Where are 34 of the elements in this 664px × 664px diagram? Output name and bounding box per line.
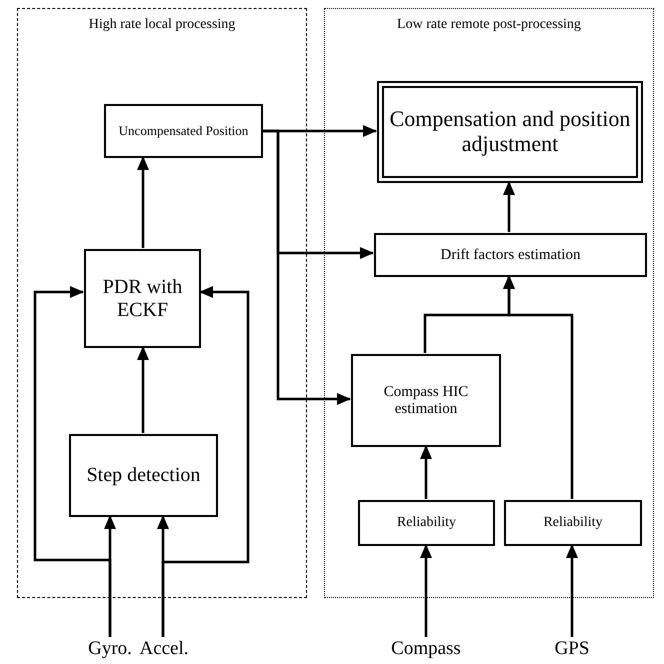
arrow [34, 286, 112, 637]
process-box [351, 354, 501, 447]
output-box [377, 81, 643, 183]
input-label: Gyro. [88, 638, 132, 660]
group-panel [324, 8, 654, 598]
process-box [104, 104, 263, 158]
arrow [262, 130, 351, 405]
arrow [503, 181, 515, 232]
input-label: GPS [554, 638, 590, 660]
box-label: PDR with ECKF [102, 276, 184, 321]
group-panel [17, 8, 307, 598]
process-box [358, 500, 495, 546]
process-box [504, 500, 642, 546]
input-label: Accel. [139, 638, 189, 660]
box-label: Reliability [543, 515, 603, 531]
arrow [503, 275, 574, 499]
arrow [420, 544, 432, 637]
process-box [374, 233, 647, 277]
box-label: Compensation and position adjustment [388, 107, 632, 157]
process-box [69, 434, 218, 517]
arrow [162, 286, 250, 637]
box-label: Compass HIC estimation [382, 384, 470, 418]
arrow [420, 445, 432, 499]
input-label: Compass [391, 638, 461, 660]
arrow [566, 544, 578, 637]
box-label: Reliability [396, 515, 456, 531]
box-label: Step detection [86, 464, 200, 487]
arrow [137, 346, 149, 433]
panel-heading: High rate local processing [88, 17, 236, 33]
arrow [137, 156, 149, 248]
panel-heading: Low rate remote post-processing [397, 17, 581, 33]
box-label: Drift factors estimation [440, 246, 580, 264]
box-label: Uncompensated Position [118, 124, 248, 138]
process-box [84, 249, 201, 348]
